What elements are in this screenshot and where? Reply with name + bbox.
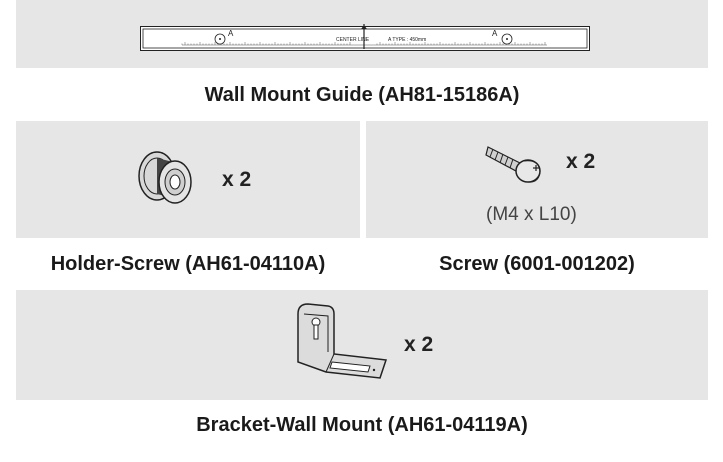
bracket-icon (297, 303, 388, 379)
type-label: A TYPE : 450mm (388, 37, 426, 43)
screw-spec: (M4 x L10) (486, 204, 577, 225)
bracket-panel (16, 290, 708, 400)
right-marker: A (492, 29, 513, 45)
screw-caption: Screw (6001-001202) (439, 253, 635, 275)
holder-screw-caption: Holder-Screw (AH61-04110A) (50, 253, 326, 275)
center-line-label: CENTER LINE (336, 37, 370, 43)
left-marker-label: A (228, 29, 234, 38)
wall-mount-guide-illustration: A A CENTER LINE A TYPE : 450mm (140, 24, 590, 51)
screw-icon (485, 146, 541, 183)
screw-quantity: x 2 (566, 150, 596, 173)
holder-screw-quantity: x 2 (222, 168, 252, 191)
wall-mount-guide-caption: Wall Mount Guide (AH81-15186A) (204, 84, 520, 106)
bracket-caption: Bracket-Wall Mount (AH61-04119A) (196, 414, 528, 436)
bracket-quantity: x 2 (404, 333, 434, 356)
holder-screw-icon (138, 151, 192, 204)
left-marker: A (214, 29, 234, 45)
right-marker-label: A (492, 29, 498, 38)
